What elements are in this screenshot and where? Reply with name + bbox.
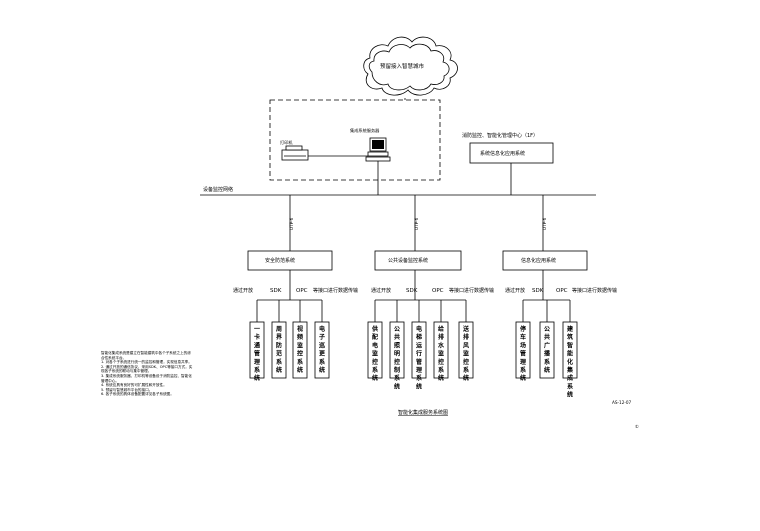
protocol-sdk: SDK bbox=[532, 288, 544, 294]
protocol-open: 通过开放 bbox=[371, 287, 391, 294]
subsystem-item-box bbox=[433, 321, 449, 379]
subsystem-item-label: 停车场管理系统 bbox=[520, 325, 526, 382]
subsystem-public-equipment: 公共设备监控系统 通过开放 SDK OPC 等接口进行数据传输 智能化集成服务系… bbox=[371, 250, 494, 416]
network-label: 设备监控网络 bbox=[203, 186, 233, 193]
subsystem-information: 信息化应用系统 通过开放 SDK OPC 等接口进行数据传输 bbox=[502, 250, 617, 301]
sheet-code: AS-12-07 bbox=[612, 400, 632, 405]
computer-icon bbox=[365, 137, 391, 162]
center-title: 消防监控、智能化管理中心（1F） bbox=[462, 132, 538, 139]
subsystem-item-box bbox=[367, 321, 383, 379]
protocol-open: 通过开放 bbox=[233, 287, 253, 294]
subsystem-information-items: 停车场管理系统 公共广播系统 建筑智能化集成系统 bbox=[515, 300, 578, 399]
protocol-interface: 等接口进行数据传输 bbox=[449, 287, 494, 294]
subsystem-item-label: 周界防范系统 bbox=[276, 325, 283, 374]
protocol-sdk: SDK bbox=[270, 288, 282, 294]
workstation-label: 集成系统服务器 bbox=[350, 127, 380, 134]
subsystem-name: 信息化应用系统 bbox=[521, 257, 556, 264]
note-line: 2. 通过开放的通信协议，采用SDK、OPC等接口方式，实现各子系统的联动与集中… bbox=[101, 364, 193, 374]
subsystem-item-label: 电梯运行管理系统 bbox=[415, 325, 422, 390]
subsystem-item-box bbox=[515, 321, 531, 379]
subsystem-item-label: 供配电监控系统 bbox=[371, 325, 378, 382]
note-line: 6. 各子系统的具体设备配置详见各子系统图。 bbox=[101, 392, 174, 397]
subsystem-item-label: 公共广播系统 bbox=[544, 326, 551, 374]
protocol-interface: 等接口进行数据传输 bbox=[572, 287, 617, 294]
cloud-label: 预留接入智慧城市 bbox=[380, 62, 425, 70]
note-line: 5. 预留与智慧城市平台的接口。 bbox=[101, 387, 153, 392]
link-label-3: UTP-6 bbox=[542, 217, 547, 230]
subsystem-item-box bbox=[458, 321, 474, 379]
subsystem-security: 安全防范系统 通过开放 SDK OPC 等接口进行数据传输 bbox=[233, 250, 358, 301]
control-room-dashed-box bbox=[269, 99, 441, 181]
subsystem-item-label: 电子巡更系统 bbox=[318, 325, 326, 374]
subsystem-item-label: 公共照明控制系统 bbox=[394, 326, 400, 390]
protocol-opc: OPC bbox=[556, 288, 568, 294]
link-label-2: UTP-6 bbox=[414, 217, 419, 230]
protocol-open: 通过开放 bbox=[505, 287, 525, 294]
note-line: 3. 集成系统服务器、打印机等设备设于消防监控、智能化管理中心。 bbox=[101, 373, 192, 383]
subsystem-item-box bbox=[271, 321, 287, 379]
subsystem-item-label: 送排风监控系统 bbox=[462, 325, 470, 382]
subsystem-name: 安全防范系统 bbox=[265, 257, 295, 264]
subsystem-item-box bbox=[389, 321, 405, 379]
subsystem-item-box bbox=[314, 321, 330, 379]
note-line: 4. 系统应具有良好的可扩展性和开放性。 bbox=[101, 383, 167, 388]
link-label-1: UTP-6 bbox=[289, 217, 294, 230]
diagram-footer: 智能化集成服务系统图 bbox=[398, 409, 448, 416]
subsystem-item-label: 建筑智能化集成系统 bbox=[566, 325, 574, 399]
printer-icon bbox=[281, 145, 309, 161]
protocol-opc: OPC bbox=[432, 288, 444, 294]
subsystem-item-box bbox=[411, 321, 427, 379]
subsystem-public-equipment-items: 供配电监控系统 公共照明控制系统 电梯运行管理系统 给排水监控系统 送排风监控系统 bbox=[367, 300, 474, 390]
subsystem-item-label: 给排水监控系统 bbox=[438, 325, 445, 382]
center-box-label: 系统信息化应用系统 bbox=[480, 150, 525, 157]
subsystem-item-box bbox=[292, 321, 308, 379]
subsystem-item-box bbox=[562, 321, 578, 379]
protocol-opc: OPC bbox=[296, 288, 308, 294]
page-mark: ① bbox=[635, 424, 639, 429]
cloud-shape: 预留接入智慧城市 bbox=[363, 36, 458, 96]
subsystem-item-box bbox=[249, 321, 265, 379]
printer-label: 打印机 bbox=[280, 139, 293, 146]
note-line: 智能化集成系统是建立在智能建筑中各个子系统之上的综合性系统平台。 bbox=[101, 351, 191, 360]
protocol-sdk: SDK bbox=[406, 288, 418, 294]
subsystem-name: 公共设备监控系统 bbox=[388, 257, 428, 264]
subsystem-item-box bbox=[539, 321, 555, 379]
subsystem-item-label: 一卡通管理系统 bbox=[254, 326, 260, 382]
note-line: 1. 对各个子系统进行统一的监控和管理，实现信息共享。 bbox=[101, 360, 192, 365]
subsystem-security-items: 一卡通管理系统 周界防范系统 视频监控系统 电子巡更系统 bbox=[249, 300, 330, 382]
protocol-interface: 等接口进行数据传输 bbox=[313, 287, 358, 294]
design-notes: 智能化集成系统是建立在智能建筑中各个子系统之上的综合性系统平台。1. 对各个子系… bbox=[101, 351, 193, 397]
center-box bbox=[469, 142, 554, 164]
subsystem-item-label: 视频监控系统 bbox=[297, 325, 303, 374]
